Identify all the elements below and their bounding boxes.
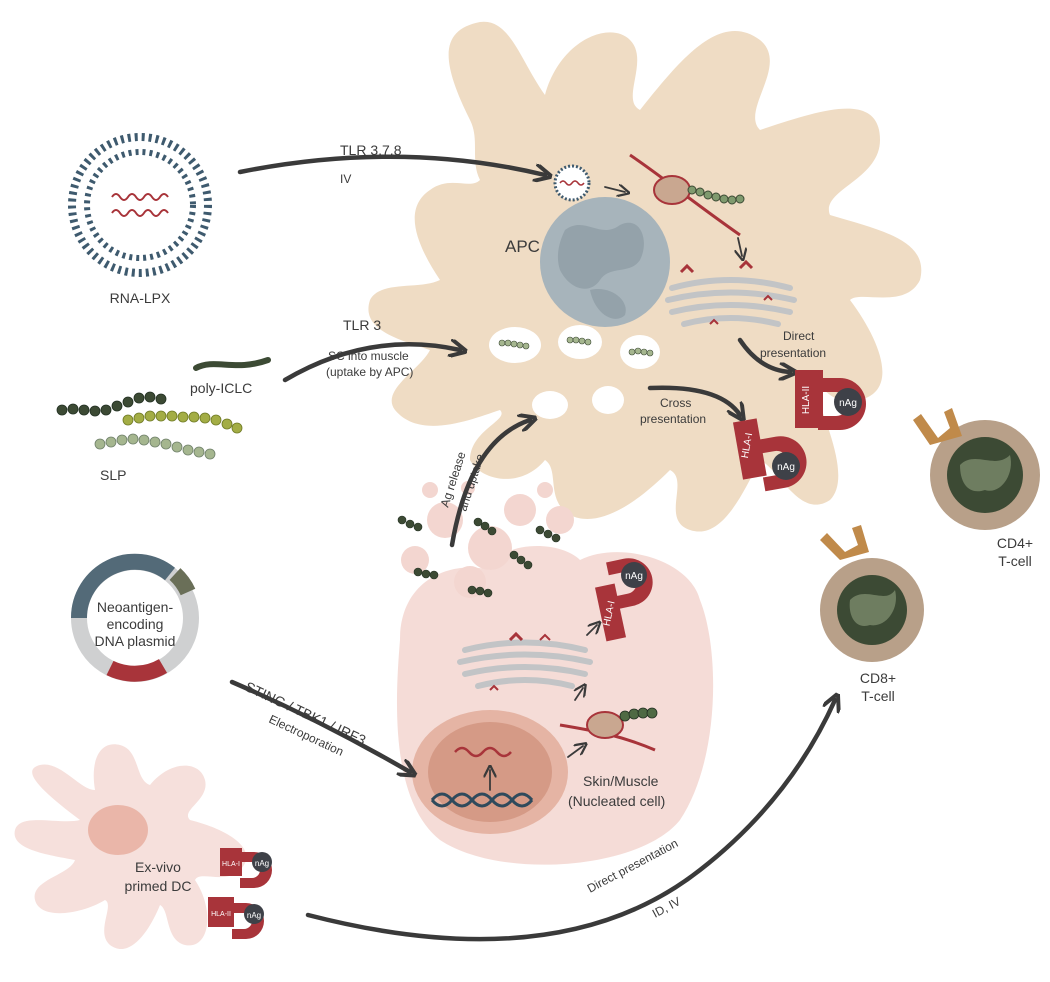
cd4-t-cell bbox=[913, 408, 1040, 530]
cross-label-1: Cross bbox=[660, 396, 691, 410]
ribosome-translation bbox=[629, 153, 745, 237]
nag-label-dc-ii: nAg bbox=[247, 911, 261, 920]
skin-muscle-label-1: Skin/Muscle bbox=[583, 773, 659, 789]
golgi-apparatus bbox=[665, 259, 797, 327]
hla-i-label-apc: HLA-I bbox=[740, 432, 755, 459]
cd8-label-2: T-cell bbox=[861, 688, 894, 704]
hla-ii-complex-dc: nAg HLA-II bbox=[208, 897, 264, 939]
hla-ii-label-dc: HLA-II bbox=[211, 911, 231, 918]
arrow-direct-presentation bbox=[737, 337, 790, 372]
cd4-label-1: CD4+ bbox=[997, 535, 1033, 551]
cd8-label-1: CD8+ bbox=[860, 670, 896, 686]
arrow-plasmid-to-cell bbox=[229, 679, 410, 772]
arrow-ag-release bbox=[449, 420, 530, 548]
poly-iclc-label: poly-ICLC bbox=[190, 380, 252, 396]
arrow-cross-presentation bbox=[647, 385, 740, 415]
arrow-rna-to-apc bbox=[237, 154, 545, 175]
plasmid-label-1: Neoantigen- bbox=[97, 599, 174, 615]
iv-label: IV bbox=[340, 172, 351, 186]
cd8-t-cell bbox=[820, 525, 924, 662]
lipoplex-endosome bbox=[553, 164, 591, 202]
hla-i-complex-nucleated: nAg HLA-I bbox=[595, 558, 653, 642]
dna-plasmid: nAg bbox=[70, 553, 199, 694]
sc-muscle-label: SC into muscle bbox=[328, 349, 409, 363]
poly-iclc-strand bbox=[193, 357, 271, 371]
cross-label-2: presentation bbox=[640, 412, 706, 426]
hla-ii-complex-apc: nAg HLA-II bbox=[795, 370, 866, 430]
rna-lpx-label: RNA-LPX bbox=[110, 290, 171, 306]
skin-muscle-label-2: (Nucleated cell) bbox=[568, 793, 665, 809]
cd4-label-2: T-cell bbox=[998, 553, 1031, 569]
arrow-slp-to-apc bbox=[282, 344, 460, 383]
plasmid-label-2: encoding bbox=[107, 616, 164, 632]
nag-label-apc-ii: nAg bbox=[839, 398, 857, 409]
tlr378-label: TLR 3,7,8 bbox=[340, 142, 402, 158]
exvivo-dc bbox=[14, 744, 247, 950]
apc-label: APC bbox=[505, 237, 540, 256]
nag-label-dc-i: nAg bbox=[255, 859, 269, 868]
hla-i-complex-apc: nAg HLA-I bbox=[732, 418, 807, 492]
apc-cell: APC bbox=[368, 21, 922, 532]
nucleated-cell bbox=[396, 481, 714, 865]
arrow-dc-to-cd8 bbox=[305, 700, 835, 942]
hla-i-label-nucleated: HLA-I bbox=[602, 600, 618, 627]
nag-label-nucleated: nAg bbox=[625, 571, 643, 582]
hla-i-label-dc: HLA-I bbox=[222, 861, 240, 868]
direct-label-1: Direct bbox=[783, 329, 815, 343]
exvivo-label-1: Ex-vivo bbox=[135, 859, 181, 875]
arrow-ribosome-to-golgi bbox=[738, 237, 742, 256]
rna-lpx-particle: RNA-LPX bbox=[68, 133, 212, 306]
tlr3-label: TLR 3 bbox=[343, 317, 381, 333]
direct-label-2: presentation bbox=[760, 346, 826, 360]
uptake-apc-label: (uptake by APC) bbox=[326, 365, 413, 379]
slp-label: SLP bbox=[100, 467, 126, 483]
slp-peptides bbox=[56, 391, 243, 460]
plasmid-nag-label: nAg bbox=[128, 683, 146, 694]
exvivo-label-2: primed DC bbox=[125, 878, 192, 894]
endosome-peptides bbox=[489, 325, 660, 419]
hla-i-complex-dc: nAg HLA-I bbox=[220, 848, 272, 888]
arrow-endosome-to-ribosome bbox=[604, 187, 625, 192]
apc-nucleus bbox=[540, 197, 670, 327]
hla-ii-label-apc: HLA-II bbox=[801, 386, 812, 414]
nag-label-apc-i: nAg bbox=[777, 462, 795, 473]
plasmid-label-3: DNA plasmid bbox=[95, 633, 176, 649]
released-peptides bbox=[397, 515, 561, 598]
